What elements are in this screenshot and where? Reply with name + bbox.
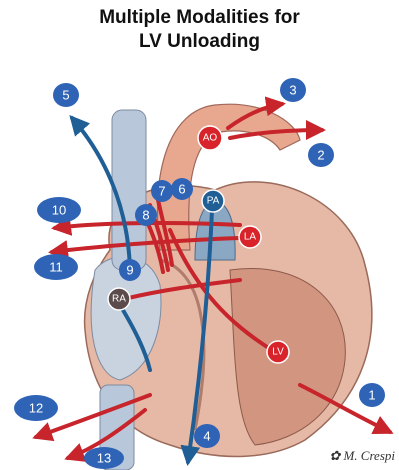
badge-1-label: 1 [368, 388, 375, 403]
ao-label: AO [203, 133, 218, 144]
artist-signature: ✿ M. Crespi [329, 448, 395, 464]
badge-3-label: 3 [289, 83, 296, 98]
pa-label: PA [207, 196, 220, 207]
signature-text: M. Crespi [343, 448, 395, 463]
badge-9-label: 9 [126, 263, 133, 278]
badge-6-label: 6 [178, 182, 185, 197]
badge-7-label: 7 [158, 184, 165, 199]
figure-title: Multiple Modalities for LV Unloading [0, 6, 399, 54]
badge-11-label: 11 [49, 260, 63, 275]
badge-4-label: 4 [203, 429, 210, 444]
badge-2-label: 2 [317, 148, 324, 163]
ra-label: RA [112, 294, 126, 305]
title-line-2: LV Unloading [0, 30, 399, 54]
badge-12-label: 12 [29, 401, 43, 416]
title-line-1: Multiple Modalities for [0, 6, 399, 30]
badge-8-label: 8 [142, 208, 149, 223]
la-label: LA [244, 232, 257, 243]
lv-label: LV [272, 347, 284, 358]
badge-10-label: 10 [52, 203, 66, 218]
signature-icon: ✿ [329, 448, 340, 463]
badge-5-label: 5 [62, 88, 69, 103]
badge-13-label: 13 [97, 451, 111, 466]
